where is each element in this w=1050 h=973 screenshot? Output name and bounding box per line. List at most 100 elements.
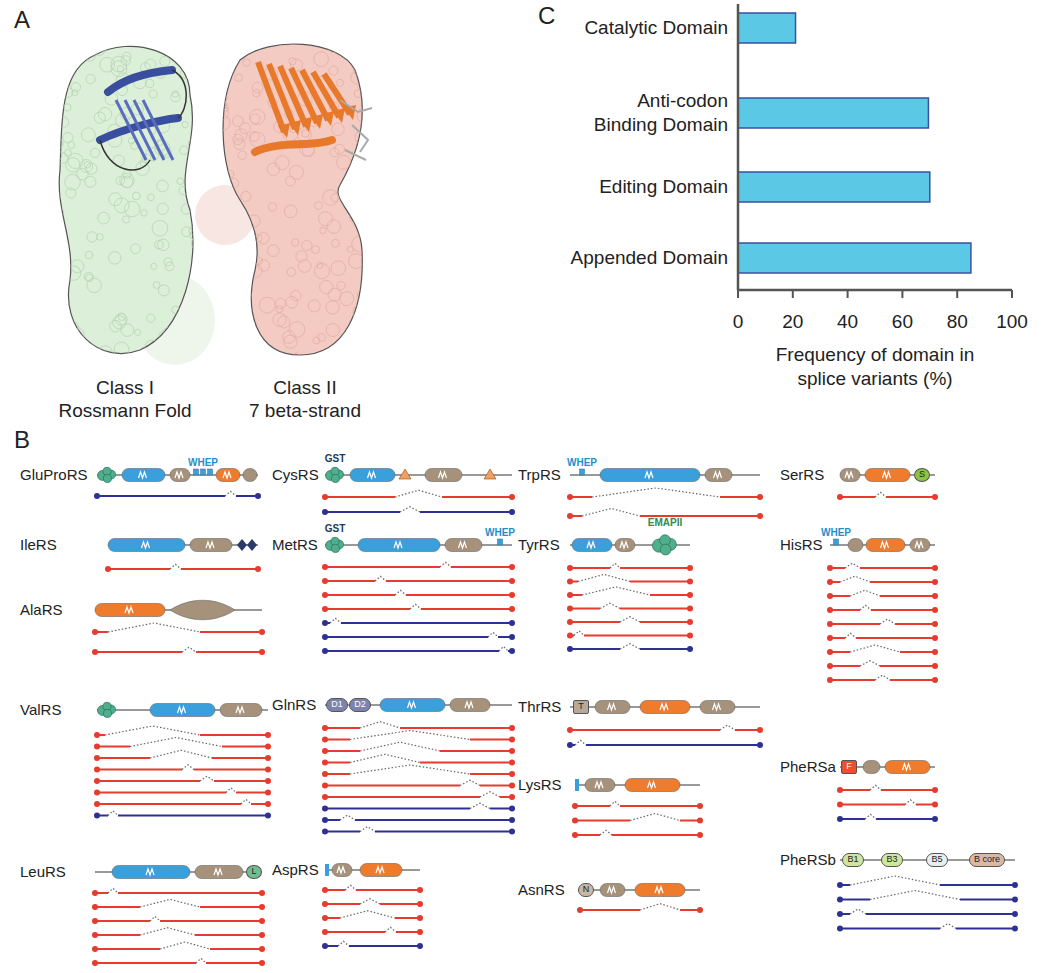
synthetase-diagram	[322, 864, 423, 950]
spliced-out-arc	[600, 603, 620, 608]
splice-variant-line	[181, 568, 258, 570]
variant-end-dot	[92, 649, 98, 655]
variant-end-dot	[687, 633, 693, 639]
variant-end-dot	[417, 901, 423, 907]
surface-texture-dot	[320, 280, 333, 293]
blue-domain	[600, 469, 700, 482]
surface-texture-dot	[291, 239, 298, 246]
variant-end-dot	[572, 832, 578, 838]
spliced-out-arc	[345, 885, 356, 890]
surface-texture-dot	[192, 305, 206, 319]
surface-texture-dot	[308, 300, 320, 312]
tick-label: 40	[837, 310, 858, 334]
triangle-insert	[484, 469, 496, 479]
variant-end-dot	[259, 946, 265, 952]
spliced-out-arc	[574, 631, 584, 636]
surface-texture-dot	[323, 350, 329, 356]
splice-variant-line	[890, 679, 935, 681]
synthetase-diagram	[92, 600, 265, 655]
tick-mark	[901, 290, 903, 298]
surface-texture-dot	[351, 71, 364, 84]
surface-texture-dot	[182, 122, 188, 128]
surface-texture-dot	[172, 91, 178, 97]
surface-texture-dot	[109, 193, 122, 206]
surface-texture-dot	[110, 320, 122, 332]
variant-end-dot	[259, 932, 265, 938]
splice-variant-line	[95, 962, 196, 964]
variant-end-dot	[932, 579, 938, 585]
synthetase-diagram	[567, 535, 693, 652]
panel-a-art	[50, 34, 376, 365]
whep-label: WHEP	[566, 457, 598, 468]
surface-texture-dot	[84, 272, 93, 281]
whep-label: WHEP	[820, 527, 852, 538]
surface-texture-dot	[302, 240, 312, 250]
variant-end-dot	[687, 646, 693, 652]
enzyme-name: AsnRS	[518, 881, 565, 900]
surface-texture-dot	[268, 203, 276, 211]
brown-domain	[910, 539, 930, 552]
variant-end-dot	[92, 629, 98, 635]
variant-end-dot	[322, 771, 328, 777]
domain-glyph	[713, 704, 721, 710]
splice-variant-line	[570, 567, 610, 569]
surface-texture-dot	[177, 178, 184, 185]
variant-end-dot	[322, 943, 328, 949]
fold-label: 7 beta-strand	[249, 399, 361, 423]
spliced-out-arc	[410, 604, 421, 609]
variant-end-dot	[94, 755, 100, 761]
domain-glyph	[845, 472, 853, 478]
variant-end-dot	[1012, 882, 1018, 888]
bar	[738, 13, 796, 43]
splice-variant-line	[840, 804, 905, 806]
surface-texture-dot	[250, 265, 262, 277]
surface-texture-dot	[52, 286, 62, 296]
variant-end-dot	[932, 635, 938, 641]
spliced-out-arc	[395, 490, 442, 497]
enzyme-name: AlaRS	[20, 601, 63, 620]
surface-texture-dot	[291, 290, 301, 300]
surface-texture-dot	[230, 224, 239, 233]
splice-variant-line	[840, 496, 875, 498]
surface-texture-dot	[61, 41, 72, 52]
tick-label: 60	[892, 310, 913, 334]
domain-glyph	[146, 869, 154, 875]
surface-texture-dot	[189, 227, 196, 234]
orange-domain	[360, 864, 402, 877]
node-text: L	[251, 867, 256, 877]
tick-label: 20	[782, 310, 803, 334]
surface-texture-dot	[68, 141, 75, 148]
blue-domain	[108, 539, 185, 552]
spliced-out-arc	[940, 924, 956, 929]
enzyme-name: HisRS	[780, 536, 823, 555]
spliced-out-arc	[360, 722, 400, 728]
splice-variant-line	[210, 948, 262, 950]
spliced-out-arc	[182, 647, 196, 652]
spliced-out-arc	[150, 916, 160, 921]
loop	[100, 140, 150, 170]
surface-texture-dot	[151, 263, 157, 269]
spliced-out-arc	[600, 830, 612, 835]
surface-texture-dot	[358, 36, 367, 45]
gst-label: GST	[324, 523, 347, 534]
spliced-out-arc	[860, 605, 871, 610]
variant-end-dot	[94, 732, 100, 738]
spliced-out-arc	[630, 814, 680, 821]
orange-domain	[216, 469, 240, 482]
domain-glyph	[465, 702, 473, 708]
orange-domain	[885, 761, 930, 774]
variant-end-dot	[509, 829, 515, 835]
variant-end-dot	[322, 915, 328, 921]
spliced-out-arc	[160, 942, 210, 949]
surface-texture-dot	[157, 180, 169, 192]
surface-texture-dot	[91, 35, 102, 46]
splice-variant-line	[871, 609, 935, 611]
variant-end-dot	[697, 907, 703, 913]
strand-arrow	[278, 123, 290, 138]
surface-texture-dot	[255, 235, 262, 242]
surface-texture-dot	[354, 67, 362, 75]
surface-texture-dot	[164, 258, 172, 266]
enzyme-name: ThrRS	[518, 698, 561, 717]
spliced-out-arc	[108, 888, 118, 893]
